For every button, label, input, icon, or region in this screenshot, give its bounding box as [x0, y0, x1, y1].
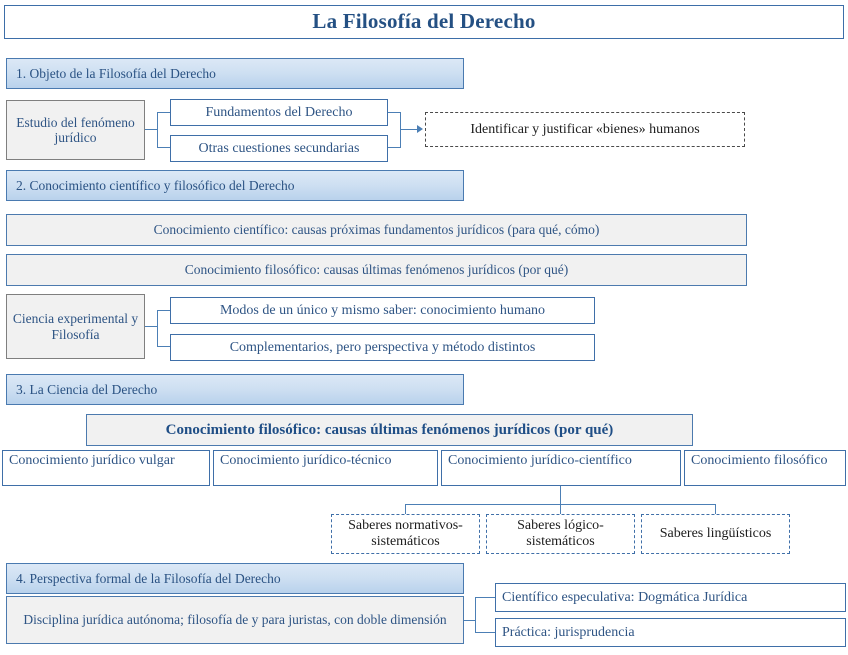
section-3-column-2: Conocimiento jurídico-técnico [213, 450, 438, 486]
connector-s3-to-saber-1 [405, 504, 407, 516]
section-3-column-1: Conocimiento jurídico vulgar [2, 450, 210, 486]
connector-s3-col3-stem [560, 486, 562, 505]
section-2-band-2: Conocimiento filosófico: causas últimas … [6, 254, 747, 286]
connector-s2-to-branch-2 [157, 346, 170, 348]
connector-s1-root-stem [145, 129, 158, 131]
connector-s2-root-stem [145, 326, 158, 328]
section-3-saber-1: Saberes normativos-sistemáticos [331, 514, 480, 554]
section-header-4: 4. Perspectiva formal de la Filosofía de… [6, 563, 464, 594]
connector-s4-root-bus [475, 597, 477, 633]
connector-s4-to-branch-2 [475, 632, 495, 634]
connector-s3-to-saber-3 [715, 504, 717, 516]
connector-s3-to-saber-2 [560, 504, 562, 516]
section-3-saber-2: Saberes lógico-sistemáticos [486, 514, 635, 554]
section-2-root-box: Ciencia experimental y Filosofía [6, 294, 145, 359]
section-header-2: 2. Conocimiento científico y filosófico … [6, 170, 464, 201]
section-2-branch-1: Modos de un único y mismo saber: conocim… [170, 297, 595, 324]
section-3-column-3: Conocimiento jurídico-científico [441, 450, 681, 486]
section-2-branch-2: Complementarios, pero perspectiva y méto… [170, 334, 595, 361]
section-3-banner: Conocimiento filosófico: causas últimas … [86, 414, 693, 446]
connector-s4-root-stem [464, 620, 476, 622]
connector-s1-root-bus [157, 112, 159, 148]
section-1-branch-1: Fundamentos del Derecho [170, 99, 388, 126]
section-4-root-box: Disciplina jurídica autónoma; filosofía … [6, 596, 464, 644]
section-2-band-1: Conocimiento científico: causas próximas… [6, 214, 747, 246]
section-4-branch-2: Práctica: jurisprudencia [495, 618, 846, 647]
connector-s2-root-bus [157, 310, 159, 347]
section-1-outcome-box: Identificar y justificar «bienes» humano… [425, 112, 745, 147]
connector-s1-to-branch-2 [157, 147, 170, 149]
section-4-branch-1: Científico especulativa: Dogmática Juríd… [495, 583, 846, 612]
connector-s4-to-branch-1 [475, 597, 495, 599]
connector-s1-merge-stem [400, 129, 418, 131]
section-header-1: 1. Objeto de la Filosofía del Derecho [6, 58, 464, 89]
section-header-3: 3. La Ciencia del Derecho [6, 374, 464, 405]
section-3-saber-3: Saberes lingüísticos [641, 514, 790, 554]
section-1-branch-2: Otras cuestiones secundarias [170, 135, 388, 162]
connector-s1-branch-1-out [388, 112, 401, 114]
arrow-right-icon [417, 125, 423, 133]
page-title: La Filosofía del Derecho [4, 5, 844, 39]
connector-s1-branch-2-out [388, 147, 401, 149]
connector-s1-to-branch-1 [157, 112, 170, 114]
connector-s2-to-branch-1 [157, 310, 170, 312]
section-1-root-box: Estudio del fenómeno jurídico [6, 100, 145, 160]
section-3-column-4: Conocimiento filosófico [684, 450, 846, 486]
